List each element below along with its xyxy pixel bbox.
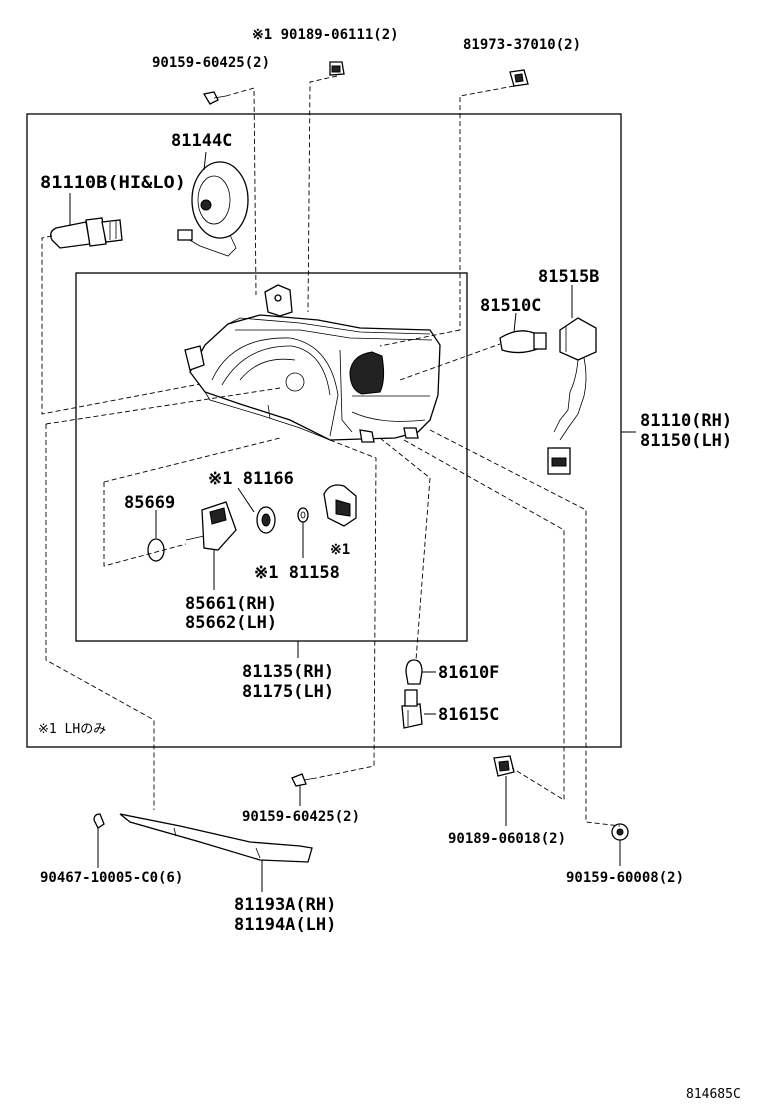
washer-81158	[297, 507, 309, 523]
leader-lines	[69, 151, 636, 892]
note-lh-only: ※1 LHのみ	[38, 722, 106, 737]
screw-90159-60425-bottom	[291, 773, 317, 787]
clip-90189-06111	[329, 61, 345, 76]
label-81110B: 81110B(HI&LO)	[40, 173, 186, 193]
label-85662-lh: 85662(LH)	[185, 613, 277, 633]
trim-strip-81193A-81194A	[119, 813, 313, 863]
label-81158: ※1 81158	[254, 563, 340, 583]
label-81615C: 81615C	[438, 705, 499, 725]
bolt-90159-60008	[611, 823, 629, 841]
outer-assembly-frame	[26, 113, 622, 748]
inner-housing-frame	[75, 272, 468, 642]
label-81515B: 81515B	[538, 267, 599, 287]
actuator-85661-85662	[185, 501, 237, 551]
socket-81615C	[401, 689, 423, 729]
label-81150-lh: 81150(LH)	[640, 431, 732, 451]
label-star1-cover: ※1	[330, 542, 350, 558]
socket-harness-81515B	[547, 317, 597, 475]
label-90159-60425-bottom: 90159-60425(2)	[242, 809, 360, 825]
headlamp-housing	[184, 284, 441, 443]
label-81175-lh: 81175(LH)	[242, 682, 334, 702]
bulb-81510C	[499, 330, 547, 354]
label-81973-37010: 81973-37010(2)	[463, 37, 581, 53]
label-81510C: 81510C	[480, 296, 541, 316]
label-90189-06018: 90189-06018(2)	[448, 831, 566, 847]
label-81110-rh: 81110(RH)	[640, 411, 732, 431]
assembly-lines	[41, 75, 621, 827]
label-81166: ※1 81166	[208, 469, 294, 489]
cover-lh	[323, 484, 357, 527]
clip-90189-06018	[493, 755, 515, 777]
screw-90159-60425-top	[202, 91, 227, 105]
clip-90467-10005	[93, 813, 105, 829]
diagram-reference-code: 814685C	[686, 1087, 741, 1102]
nut-81973-37010	[509, 69, 529, 87]
oring-85669	[147, 538, 165, 562]
bulb-81610F	[405, 659, 423, 685]
bulb-81110B	[50, 217, 123, 249]
label-90159-60425-top: 90159-60425(2)	[152, 55, 270, 71]
label-90159-60008: 90159-60008(2)	[566, 870, 684, 886]
label-85669: 85669	[124, 493, 175, 513]
label-81610F: 81610F	[438, 663, 499, 683]
label-81193A-rh: 81193A(RH)	[234, 895, 336, 915]
label-81135-rh: 81135(RH)	[242, 662, 334, 682]
label-81144C: 81144C	[171, 131, 232, 151]
ring-81166	[256, 506, 276, 534]
socket-81144C	[177, 161, 249, 257]
label-90467-10005-C0: 90467-10005-C0(6)	[40, 870, 183, 886]
label-85661-rh: 85661(RH)	[185, 594, 277, 614]
label-90189-06111: ※1 90189-06111(2)	[252, 27, 399, 43]
label-81194A-lh: 81194A(LH)	[234, 915, 336, 935]
